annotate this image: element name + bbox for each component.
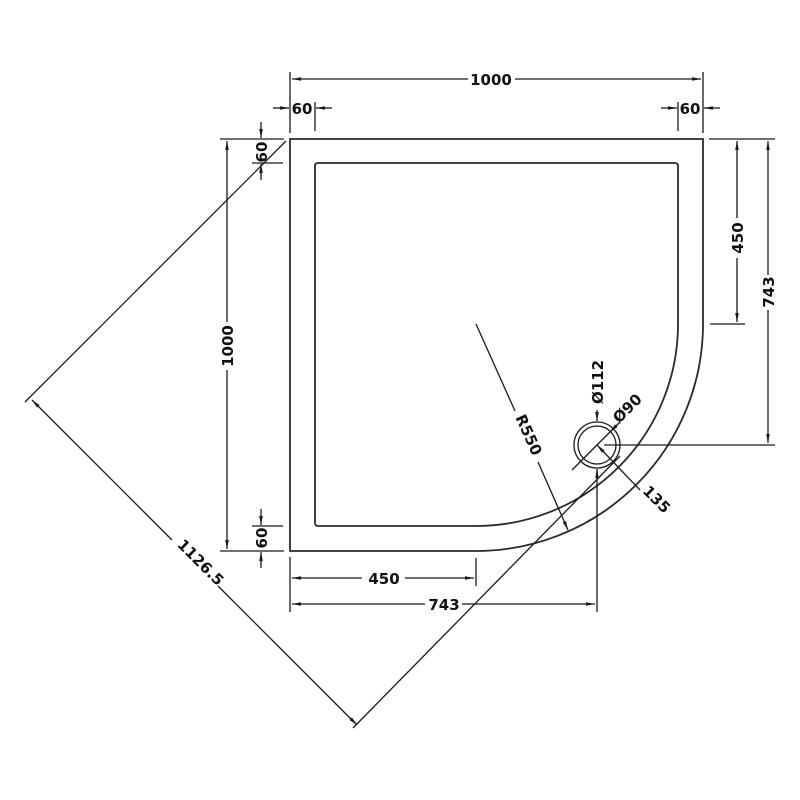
- dim-bottom-straight: 450: [289, 557, 477, 612]
- dim-label-waste-offset: 135: [639, 482, 674, 517]
- dim-label-diagonal: 1126.5: [174, 536, 228, 590]
- tray-outer-outline: [289, 138, 704, 552]
- dim-label-right-straight: 450: [729, 222, 747, 253]
- dim-label-top-left-rim: 60: [292, 100, 313, 118]
- dim-label-overall-depth: 1000: [219, 325, 237, 367]
- dim-label-top-right-rim: 60: [680, 100, 701, 118]
- dim-right-to-waste: 743: [604, 141, 778, 446]
- dim-label-bottom-straight: 450: [368, 570, 399, 588]
- dim-label-overall-width: 1000: [470, 71, 512, 89]
- dim-top-width: 1000: [289, 71, 704, 133]
- dim-label-waste-outer: Ø112: [589, 360, 607, 404]
- dim-top-left-rim: 60: [273, 100, 332, 131]
- dim-radius: R550: [475, 323, 569, 531]
- dim-right-straight: 450: [709, 138, 775, 325]
- dim-label-left-top-rim: 60: [253, 142, 271, 163]
- dim-left-bottom-rim: 60: [252, 509, 283, 568]
- dim-label-right-to-waste: 743: [760, 276, 778, 307]
- tray-inner-outline: [314, 162, 679, 527]
- dim-label-waste-inner: Ø90: [609, 390, 646, 427]
- dim-left-depth: 1000: [219, 138, 284, 552]
- waste-inner-circle: [577, 425, 617, 465]
- waste-outer-circle: [573, 421, 621, 469]
- dim-label-radius: R550: [512, 412, 546, 458]
- dim-label-left-bottom-rim: 60: [253, 528, 271, 549]
- dim-label-bottom-to-waste: 743: [428, 596, 459, 614]
- dim-left-top-rim: 60: [252, 122, 283, 180]
- dim-bottom-to-waste: 743: [292, 470, 598, 614]
- dim-top-right-rim: 60: [661, 100, 720, 131]
